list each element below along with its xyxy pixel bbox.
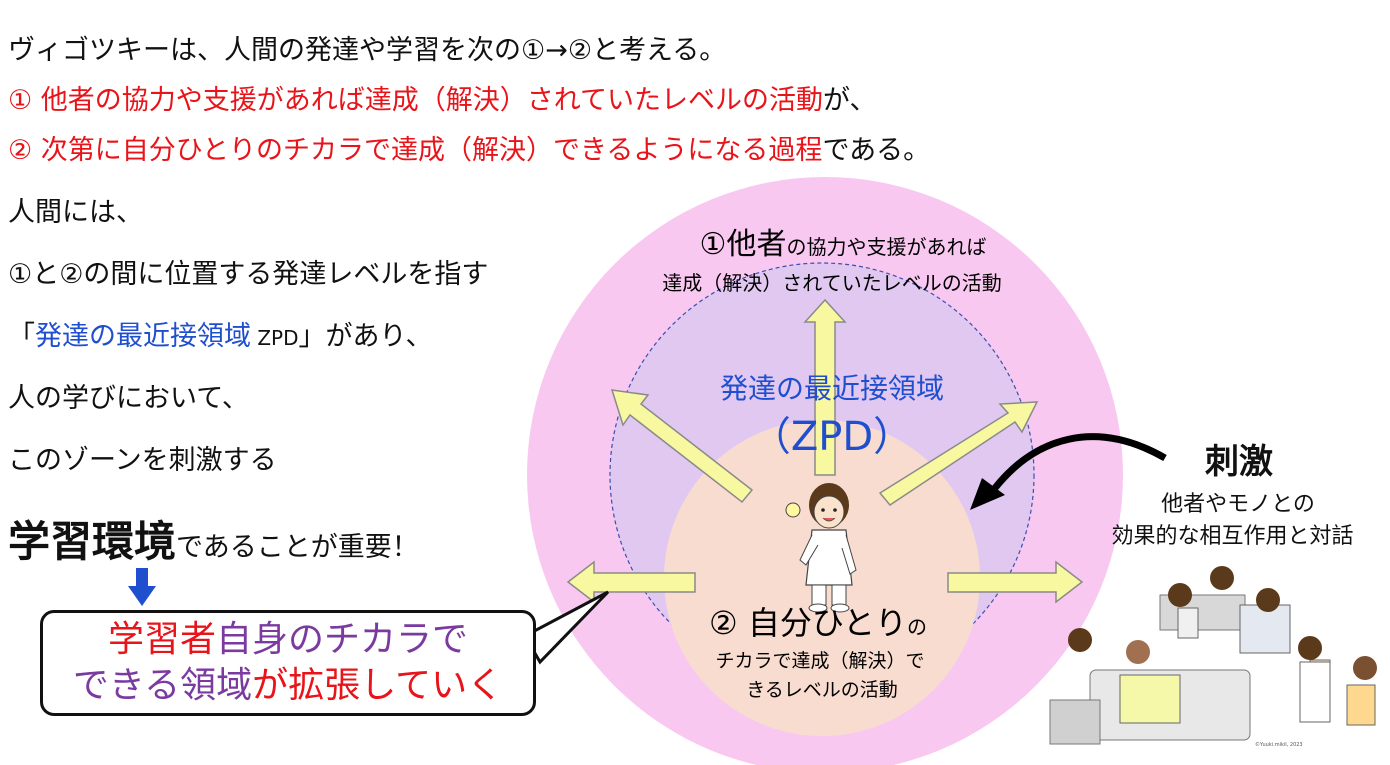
blue-arrow-head (128, 586, 156, 606)
intro-line-2: ① 他者の協力や支援があれば達成（解決）されていたレベルの活動が、 (8, 78, 876, 117)
intro-line-1: ヴィゴツキーは、人間の発達や学習を次の①→②と考える。 (8, 35, 727, 66)
left-line-4: 人の学びにおいて、 (8, 383, 249, 414)
left-line-6: 学習環境であることが重要！ (8, 517, 419, 566)
intro-line-2-red: ① 他者の協力や支援があれば達成（解決）されていたレベルの活動 (8, 85, 823, 116)
inner-label-line1: ② 自分ひとりの (709, 604, 927, 642)
nurse-illustration (785, 483, 857, 613)
left-line-5: このゾーンを刺激する (8, 445, 277, 476)
bubble-line-2: できる領域が拡張していく (72, 665, 504, 706)
learning-environment-term: 学習環境 (8, 517, 177, 566)
care-illustration (1049, 566, 1377, 745)
stimulus-line-1: 他者やモノとの (1161, 492, 1315, 517)
stimulus-line-2: 効果的な相互作用と対話 (1111, 524, 1354, 549)
zpd-term: 発達の最近接領域 (35, 321, 251, 352)
left-line-2: ①と②の間に位置する発達レベルを指す (8, 259, 489, 290)
outer-label-line1: ①他者の協力や支援があれば (700, 227, 987, 262)
intro-line-3-tail: である。 (822, 135, 931, 166)
arrow-up-right (878, 401, 1039, 506)
arrow-group (566, 298, 1084, 604)
speech-bubble: 学習者自身のチカラで できる領域が拡張していく (40, 610, 536, 716)
arrow-up-left (610, 389, 754, 504)
illustration-credit: ©Yuuki.mikiI, 2023 (1255, 742, 1303, 748)
inner-label-line3: きるレベルの活動 (746, 679, 898, 701)
inner-label-line2: チカラで達成（解決）で (715, 650, 924, 672)
stimulus-title: 刺激 (1205, 442, 1273, 482)
zpd-abbr: （ZPD） (751, 414, 913, 460)
arrow-up (803, 298, 847, 476)
zpd-title: 発達の最近接領域 (720, 372, 944, 405)
stimulus-arrow (992, 433, 1167, 491)
bubble-line-1: 学習者自身のチカラで (107, 619, 469, 660)
arrow-right (947, 560, 1084, 604)
blue-arrow-shaft (136, 568, 148, 586)
intro-line-3: ② 次第に自分ひとりのチカラで達成（解決）できるようになる過程である。 (8, 128, 930, 167)
intro-line-2-tail: が、 (822, 85, 877, 116)
arrow-left (566, 560, 696, 604)
outer-label-line2: 達成（解決）されていたレベルの活動 (662, 271, 1001, 295)
stimulus-arrow-head (970, 478, 1005, 510)
lightbulb-icon (785, 502, 801, 518)
intro-line-3-red: ② 次第に自分ひとりのチカラで達成（解決）できるようになる過程 (8, 135, 823, 166)
left-line-3: 「発達の最近接領域 ZPD」があり、 (8, 321, 433, 352)
left-line-1: 人間には、 (8, 197, 143, 228)
